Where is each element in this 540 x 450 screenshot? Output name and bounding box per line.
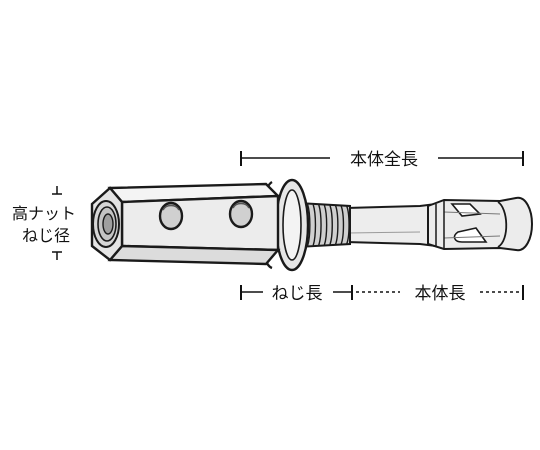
bolt-shank <box>345 196 534 252</box>
washer <box>259 178 310 272</box>
nut-label-line2: ねじ径 <box>22 226 70 245</box>
thread-ridge <box>318 204 322 246</box>
overall-length-dimension: 本体全長 <box>240 150 524 170</box>
thread-ridge <box>323 204 328 246</box>
nut-dimension: 高ナット ねじ径 <box>12 186 76 260</box>
sleeve-line-upper <box>443 211 501 215</box>
shank-highlight <box>347 231 421 234</box>
thread-ridge <box>306 204 311 246</box>
overall-length-label: 本体全長 <box>350 150 418 170</box>
nut-hole-left <box>158 201 184 231</box>
nut-hole-right-shadow <box>232 202 250 209</box>
thread-ridge <box>312 204 317 246</box>
thread-ridge <box>329 205 333 245</box>
thread-ridge <box>340 205 345 245</box>
shank-body <box>345 202 437 248</box>
sleeve-slot-bottom <box>453 227 488 243</box>
washer-inner <box>282 189 302 261</box>
thread-ridge <box>334 205 339 245</box>
high-nut <box>90 182 281 266</box>
thread-length-label: ねじ長 <box>272 284 323 304</box>
nut-hole-right <box>228 199 254 229</box>
nut-middle-face <box>120 194 280 252</box>
lower-dimensions: ねじ長 本体長 <box>240 284 524 304</box>
sleeve-cone <box>497 201 508 248</box>
nut-hole-left-shadow <box>162 204 180 211</box>
thread-ridge <box>346 206 350 244</box>
sleeve-line-lower <box>443 235 501 239</box>
body-length-label: 本体長 <box>415 284 466 304</box>
nut-bore-inner <box>102 213 114 235</box>
nut-bottom-face <box>107 244 281 266</box>
nut-label-line1: 高ナット <box>12 204 76 223</box>
